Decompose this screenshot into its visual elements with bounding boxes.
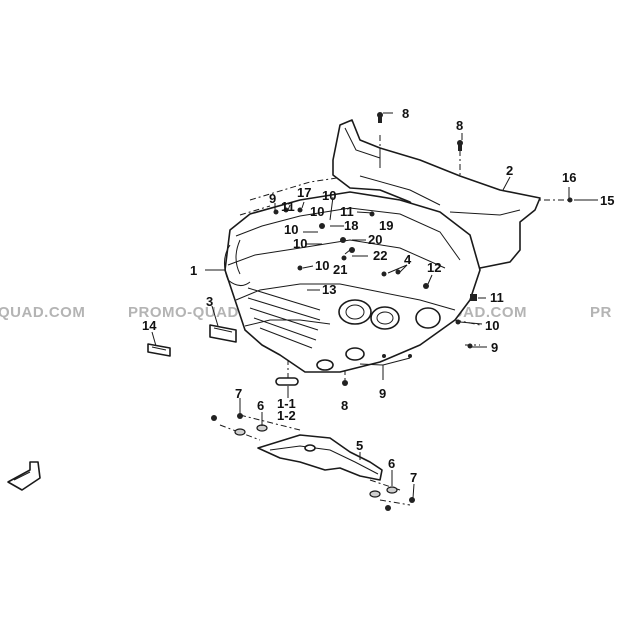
callout-11-upper: 11 <box>281 199 295 214</box>
callout-8-lower: 8 <box>341 398 348 413</box>
callout-20: 20 <box>368 232 382 247</box>
callout-9-right: 9 <box>491 340 498 355</box>
callout-labels: 8 8 2 16 15 9 11 17 10 10 11 18 19 10 20… <box>142 106 614 485</box>
callout-22: 22 <box>373 248 387 263</box>
watermark-edge: PR <box>590 304 612 321</box>
badge <box>147 343 171 357</box>
leader-lines <box>151 112 598 499</box>
fasteners <box>211 112 573 511</box>
front-body-assembly <box>224 191 481 373</box>
callout-14: 14 <box>142 318 157 333</box>
callout-1-1: 1-1 <box>277 396 296 411</box>
callout-10-a: 10 <box>310 204 324 219</box>
callout-15: 15 <box>600 193 614 208</box>
callout-21: 21 <box>333 262 347 277</box>
watermark-left: QUAD.COM <box>0 304 85 321</box>
lens-part <box>275 377 299 386</box>
callout-10-c: 10 <box>284 222 298 237</box>
callout-5: 5 <box>356 438 363 453</box>
callout-9-lower: 9 <box>379 386 386 401</box>
callout-1-2: 1-2 <box>277 408 296 423</box>
callout-6-right: 6 <box>388 456 395 471</box>
callout-9-upper: 9 <box>269 191 276 206</box>
callout-10-b: 10 <box>322 188 336 203</box>
callout-4: 4 <box>404 252 412 267</box>
callout-11-mid: 11 <box>340 204 354 219</box>
callout-10-e: 10 <box>315 258 329 273</box>
upper-cowl-panel <box>332 119 541 269</box>
callout-7-left: 7 <box>235 386 242 401</box>
callout-8-top: 8 <box>402 106 409 121</box>
emblem <box>209 324 237 343</box>
front-direction-arrow-icon <box>7 461 41 491</box>
callout-19: 19 <box>379 218 393 233</box>
callout-2: 2 <box>506 163 513 178</box>
callout-6-left: 6 <box>257 398 264 413</box>
callout-3: 3 <box>206 294 213 309</box>
callout-13: 13 <box>322 282 336 297</box>
callout-10-d: 10 <box>293 236 307 251</box>
callout-11-right: 11 <box>490 290 504 305</box>
callout-12: 12 <box>427 260 441 275</box>
callout-8-right: 8 <box>456 118 463 133</box>
callout-1: 1 <box>190 263 197 278</box>
skid-plate <box>257 434 383 481</box>
callout-16: 16 <box>562 170 576 185</box>
callout-17: 17 <box>297 185 311 200</box>
callout-10-right: 10 <box>485 318 499 333</box>
callout-18: 18 <box>344 218 358 233</box>
callout-7-right: 7 <box>410 470 417 485</box>
